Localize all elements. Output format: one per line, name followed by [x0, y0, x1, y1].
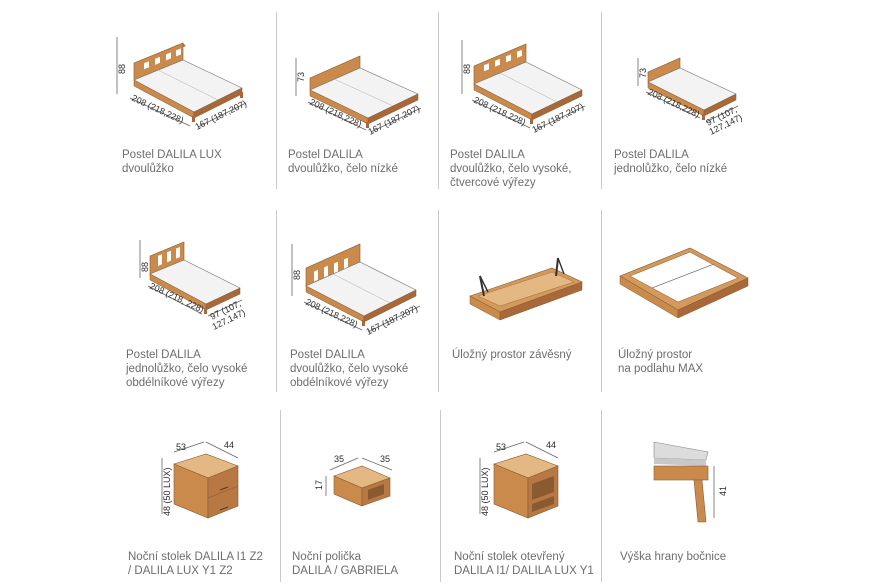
caption-line: dvoulůžko — [122, 163, 174, 175]
svg-text:48 (50 LUX): 48 (50 LUX) — [162, 467, 172, 516]
product-nightstand-closed: 48 (50 LUX) 53 44 Noční stolek DALILA I1… — [120, 436, 280, 586]
svg-text:73: 73 — [296, 72, 306, 82]
caption-line: Postel DALILA — [126, 349, 201, 361]
svg-text:44: 44 — [546, 440, 556, 450]
product-dalila-single-high-rect: 88 208 (218, 228) 97 (107, 127,147) Post… — [118, 230, 278, 390]
caption-line: Postel DALILA LUX — [122, 149, 222, 161]
caption-line: dvoulůžko, čelo nízké — [288, 163, 398, 175]
caption-line: Postel DALILA — [290, 349, 365, 361]
caption-line: Noční polička — [292, 551, 362, 563]
svg-text:88: 88 — [140, 262, 150, 272]
night-shelf-illustration: 17 35 35 — [314, 454, 393, 507]
svg-text:17: 17 — [314, 480, 324, 490]
bed-double-low-headboard-illustration: 73 208 (218,228) 167 (187,207) — [295, 55, 421, 137]
bed-double-square-cutouts-illustration: 88 208 (218,228) 167 (187,207) — [461, 40, 585, 135]
caption-line: obdélníkové výřezy — [290, 377, 389, 389]
product-nightstand-open: 48 (50 LUX) 53 44 Noční stolek otevřený … — [442, 436, 602, 586]
caption-line: na podlahu MAX — [618, 363, 704, 375]
product-dalila-single-low: 73 208 (218,228) 97 (107, 127,147) Poste… — [602, 30, 762, 180]
product-dalila-double-low: 73 208 (218,228) 167 (187,207) Postel DA… — [276, 30, 436, 180]
svg-text:88: 88 — [292, 270, 302, 280]
column-divider — [438, 12, 439, 189]
caption-line: Noční stolek otevřený — [454, 551, 565, 563]
column-divider — [276, 210, 277, 392]
bed-double-high-headboard-illustration: 88 208 (218,228) 167 (187,207) — [116, 37, 248, 132]
product-side-rail-height: 41 Výška hrany bočnice — [602, 436, 762, 586]
caption-line: Postel DALILA — [614, 149, 689, 161]
bed-double-rect-cutouts-illustration: 88 208 (218,228) 167 (187,207) — [291, 243, 421, 337]
svg-text:88: 88 — [462, 64, 472, 74]
svg-text:44: 44 — [224, 440, 234, 450]
caption-line: čtvercové výřezy — [450, 177, 536, 189]
column-divider — [276, 12, 277, 189]
column-divider — [601, 210, 602, 392]
nightstand-open-illustration: 48 (50 LUX) 53 44 — [479, 440, 559, 519]
caption-line: jednolůžko, čelo nízké — [614, 163, 728, 175]
product-dalila-double-high-rect: 88 208 (218,228) 167 (187,207) Postel DA… — [278, 230, 438, 390]
svg-text:41: 41 — [718, 486, 728, 496]
caption-line: jednolůžko, čelo vysoké — [126, 363, 248, 375]
caption-line: Noční stolek DALILA I1 Z2 — [128, 551, 263, 563]
svg-text:35: 35 — [334, 454, 344, 464]
caption-line: obdélníkové výřezy — [126, 377, 225, 389]
caption-line: / DALILA LUX Y1 Z2 — [128, 565, 233, 577]
side-rail-illustration: 41 — [653, 441, 728, 523]
caption-line: DALILA I1/ DALILA LUX Y1 — [454, 565, 594, 577]
bed-single-rect-cutouts-illustration: 88 208 (218, 228) 97 (107, 127,147) — [139, 240, 247, 332]
caption-line: dvoulůžko, čelo vysoké, — [450, 163, 572, 175]
caption-line: DALILA / GABRIELA — [292, 565, 399, 577]
product-storage-floor-max: Úložný prostor na podlahu MAX — [602, 230, 762, 380]
svg-text:48 (50 LUX): 48 (50 LUX) — [480, 467, 490, 516]
product-dalila-double-high-square: 88 208 (218,228) 167 (187,207) Postel DA… — [440, 30, 600, 190]
column-divider — [440, 410, 441, 582]
caption-line: dvoulůžko, čelo vysoké — [290, 363, 409, 375]
caption-line: Výška hrany bočnice — [620, 551, 727, 563]
nightstand-drawers-illustration: 48 (50 LUX) 53 44 — [161, 440, 239, 519]
column-divider — [280, 410, 281, 582]
svg-text:88: 88 — [117, 64, 127, 74]
product-night-shelf: 17 35 35 Noční polička DALILA / GABRIELA — [282, 436, 442, 586]
bed-single-low-headboard-illustration: 73 208 (218,228) 97 (107, 127,147) — [637, 57, 744, 137]
product-dalila-lux-double: 88 208 (218,228) 167 (187,207) Postel DA… — [110, 30, 260, 180]
caption-line: Úložný prostor závěsný — [452, 349, 572, 361]
caption-line: Postel DALILA — [288, 149, 363, 161]
storage-hanging-illustration — [469, 257, 583, 321]
caption-line: Postel DALILA — [450, 149, 525, 161]
product-storage-hanging: Úložný prostor závěsný — [440, 230, 600, 380]
svg-text:53: 53 — [496, 442, 506, 452]
caption-line: Úložný prostor — [618, 349, 693, 361]
svg-text:35: 35 — [380, 454, 390, 464]
svg-text:73: 73 — [638, 68, 648, 78]
column-divider — [601, 410, 602, 582]
column-divider — [438, 210, 439, 392]
column-divider — [601, 12, 602, 189]
svg-text:53: 53 — [176, 442, 186, 452]
storage-floor-illustration — [619, 247, 749, 319]
